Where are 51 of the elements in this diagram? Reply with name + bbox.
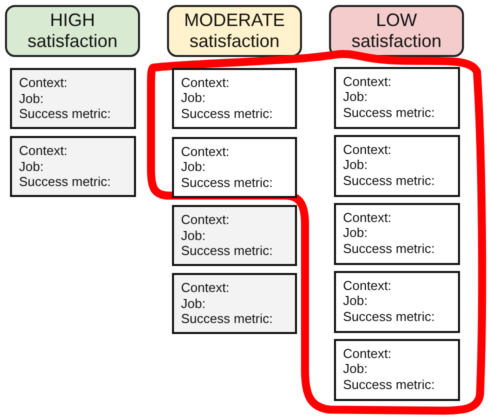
card (334, 202, 460, 265)
field-label: Job: (343, 157, 368, 173)
field-label: Success metric: (181, 106, 273, 122)
field-label: Success metric: (343, 172, 435, 188)
column-title: HIGH satisfaction (26, 10, 119, 52)
field-label: Context: (181, 212, 230, 228)
card (172, 273, 297, 334)
field-label: Success metric: (19, 174, 111, 190)
field-label: Context: (181, 280, 230, 296)
field-label: Context: (19, 143, 68, 158)
field-label: Context: (343, 278, 392, 294)
field-label: Job: (181, 90, 206, 106)
field-label: Job: (19, 158, 44, 174)
card (10, 136, 136, 197)
field-label: Job: (181, 228, 206, 243)
field-label: Context: (343, 142, 392, 158)
field-label: Success metric: (343, 104, 435, 120)
field-label: Job: (343, 293, 368, 309)
field-label: Job: (343, 361, 368, 377)
column-title: MODERATE satisfaction (183, 10, 286, 52)
field-label: Job: (181, 159, 206, 175)
card (334, 270, 460, 333)
field-label: Context: (343, 210, 392, 226)
field-label: Success metric: (181, 243, 273, 258)
field-label: Success metric: (181, 174, 273, 190)
column-header (329, 5, 464, 57)
field-label: Success metric: (19, 106, 111, 122)
card (172, 136, 297, 198)
field-label: Context: (343, 346, 392, 362)
card (334, 134, 460, 197)
field-label: Context: (181, 74, 230, 90)
field-label: Context: (19, 75, 68, 90)
field-label: Job: (181, 296, 206, 311)
column-header (5, 5, 140, 57)
field-label: Job: (343, 89, 368, 105)
field-label: Context: (181, 144, 230, 160)
field-label: Success metric: (343, 308, 435, 324)
column-title: LOW satisfaction (350, 10, 443, 52)
card (334, 66, 460, 129)
card (172, 205, 297, 266)
field-label: Success metric: (181, 311, 273, 326)
highlight-outline (147, 50, 486, 415)
card (334, 338, 460, 401)
field-label: Context: (343, 74, 392, 90)
field-label: Job: (19, 90, 44, 106)
card (172, 68, 297, 129)
field-label: Success metric: (343, 240, 435, 256)
column-header (167, 5, 302, 57)
card (10, 68, 136, 129)
field-label: Job: (343, 225, 368, 241)
field-label: Success metric: (343, 376, 435, 392)
